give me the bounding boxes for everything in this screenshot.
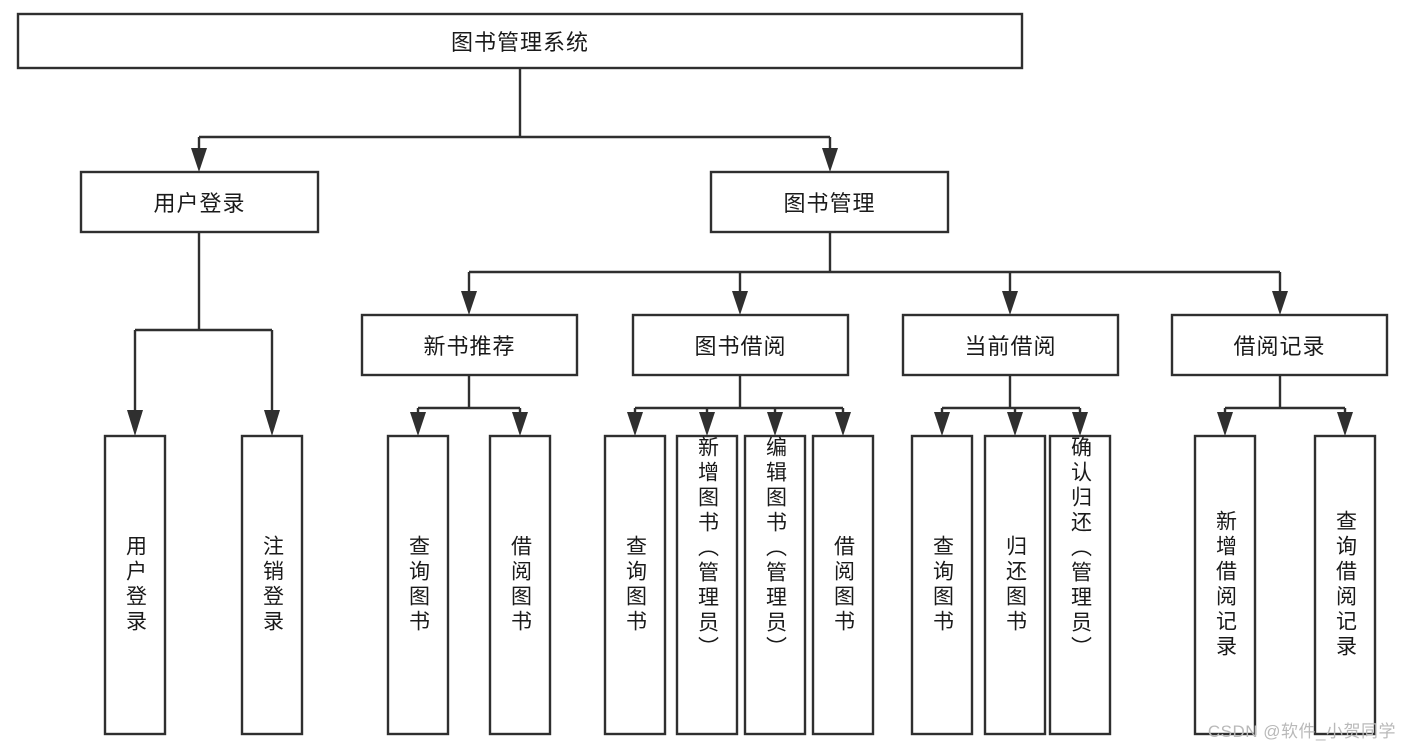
leaf-box-book-borrow-1[interactable]	[603, 434, 667, 736]
connector-group-root-to-level2	[191, 68, 838, 172]
arrow-borrow-record-child-2	[1337, 412, 1353, 436]
arrow-new-book-child-1	[410, 412, 426, 436]
leaf-box-book-borrow-3[interactable]	[743, 434, 807, 736]
connector-group-user-login-to-leaves	[127, 232, 280, 436]
connector-group-borrow-record-to-leaves	[1217, 375, 1353, 436]
leaf-box-book-borrow-2[interactable]	[675, 434, 739, 736]
leaf-box-current-borrow-2[interactable]	[983, 434, 1047, 736]
arrow-current-borrow-child-3	[1072, 412, 1088, 436]
arrow-user-login-child-2	[264, 410, 280, 436]
leaf-box-current-borrow-3[interactable]	[1048, 434, 1112, 736]
arrow-to-borrow-record	[1272, 291, 1288, 315]
node-box-user-login[interactable]	[79, 170, 320, 234]
leaf-box-user-login-1[interactable]	[103, 434, 167, 736]
arrow-to-current-borrow	[1002, 291, 1018, 315]
arrow-to-book-manage	[822, 148, 838, 172]
connector-group-book-manage-to-level3	[461, 232, 1288, 315]
arrow-book-borrow-child-3	[767, 412, 783, 436]
leaf-box-new-book-2[interactable]	[488, 434, 552, 736]
leaf-box-new-book-1[interactable]	[386, 434, 450, 736]
node-box-new-book-recommend[interactable]	[360, 313, 579, 377]
leaf-box-current-borrow-1[interactable]	[910, 434, 974, 736]
node-box-borrow-record[interactable]	[1170, 313, 1389, 377]
node-box-current-borrow[interactable]	[901, 313, 1120, 377]
arrow-new-book-child-2	[512, 412, 528, 436]
connector-group-new-book-to-leaves	[410, 375, 528, 436]
node-box-book-borrow[interactable]	[631, 313, 850, 377]
connector-group-book-borrow-to-leaves	[627, 375, 851, 436]
leaf-box-book-borrow-4[interactable]	[811, 434, 875, 736]
arrow-to-user-login	[191, 148, 207, 172]
arrow-book-borrow-child-1	[627, 412, 643, 436]
arrow-book-borrow-child-4	[835, 412, 851, 436]
leaf-box-user-login-2[interactable]	[240, 434, 304, 736]
leaf-box-borrow-record-1[interactable]	[1193, 434, 1257, 736]
arrow-to-new-book	[461, 291, 477, 315]
arrow-to-book-borrow	[732, 291, 748, 315]
node-box-book-manage[interactable]	[709, 170, 950, 234]
arrow-user-login-child-1	[127, 410, 143, 436]
arrow-book-borrow-child-2	[699, 412, 715, 436]
arrow-borrow-record-child-1	[1217, 412, 1233, 436]
watermark-text: CSDN @软件_小贺同学	[1207, 722, 1396, 741]
node-box-root[interactable]	[16, 12, 1024, 70]
leaf-box-borrow-record-2[interactable]	[1313, 434, 1377, 736]
arrow-current-borrow-child-2	[1007, 412, 1023, 436]
connector-group-current-borrow-to-leaves	[934, 375, 1088, 436]
arrow-current-borrow-child-1	[934, 412, 950, 436]
